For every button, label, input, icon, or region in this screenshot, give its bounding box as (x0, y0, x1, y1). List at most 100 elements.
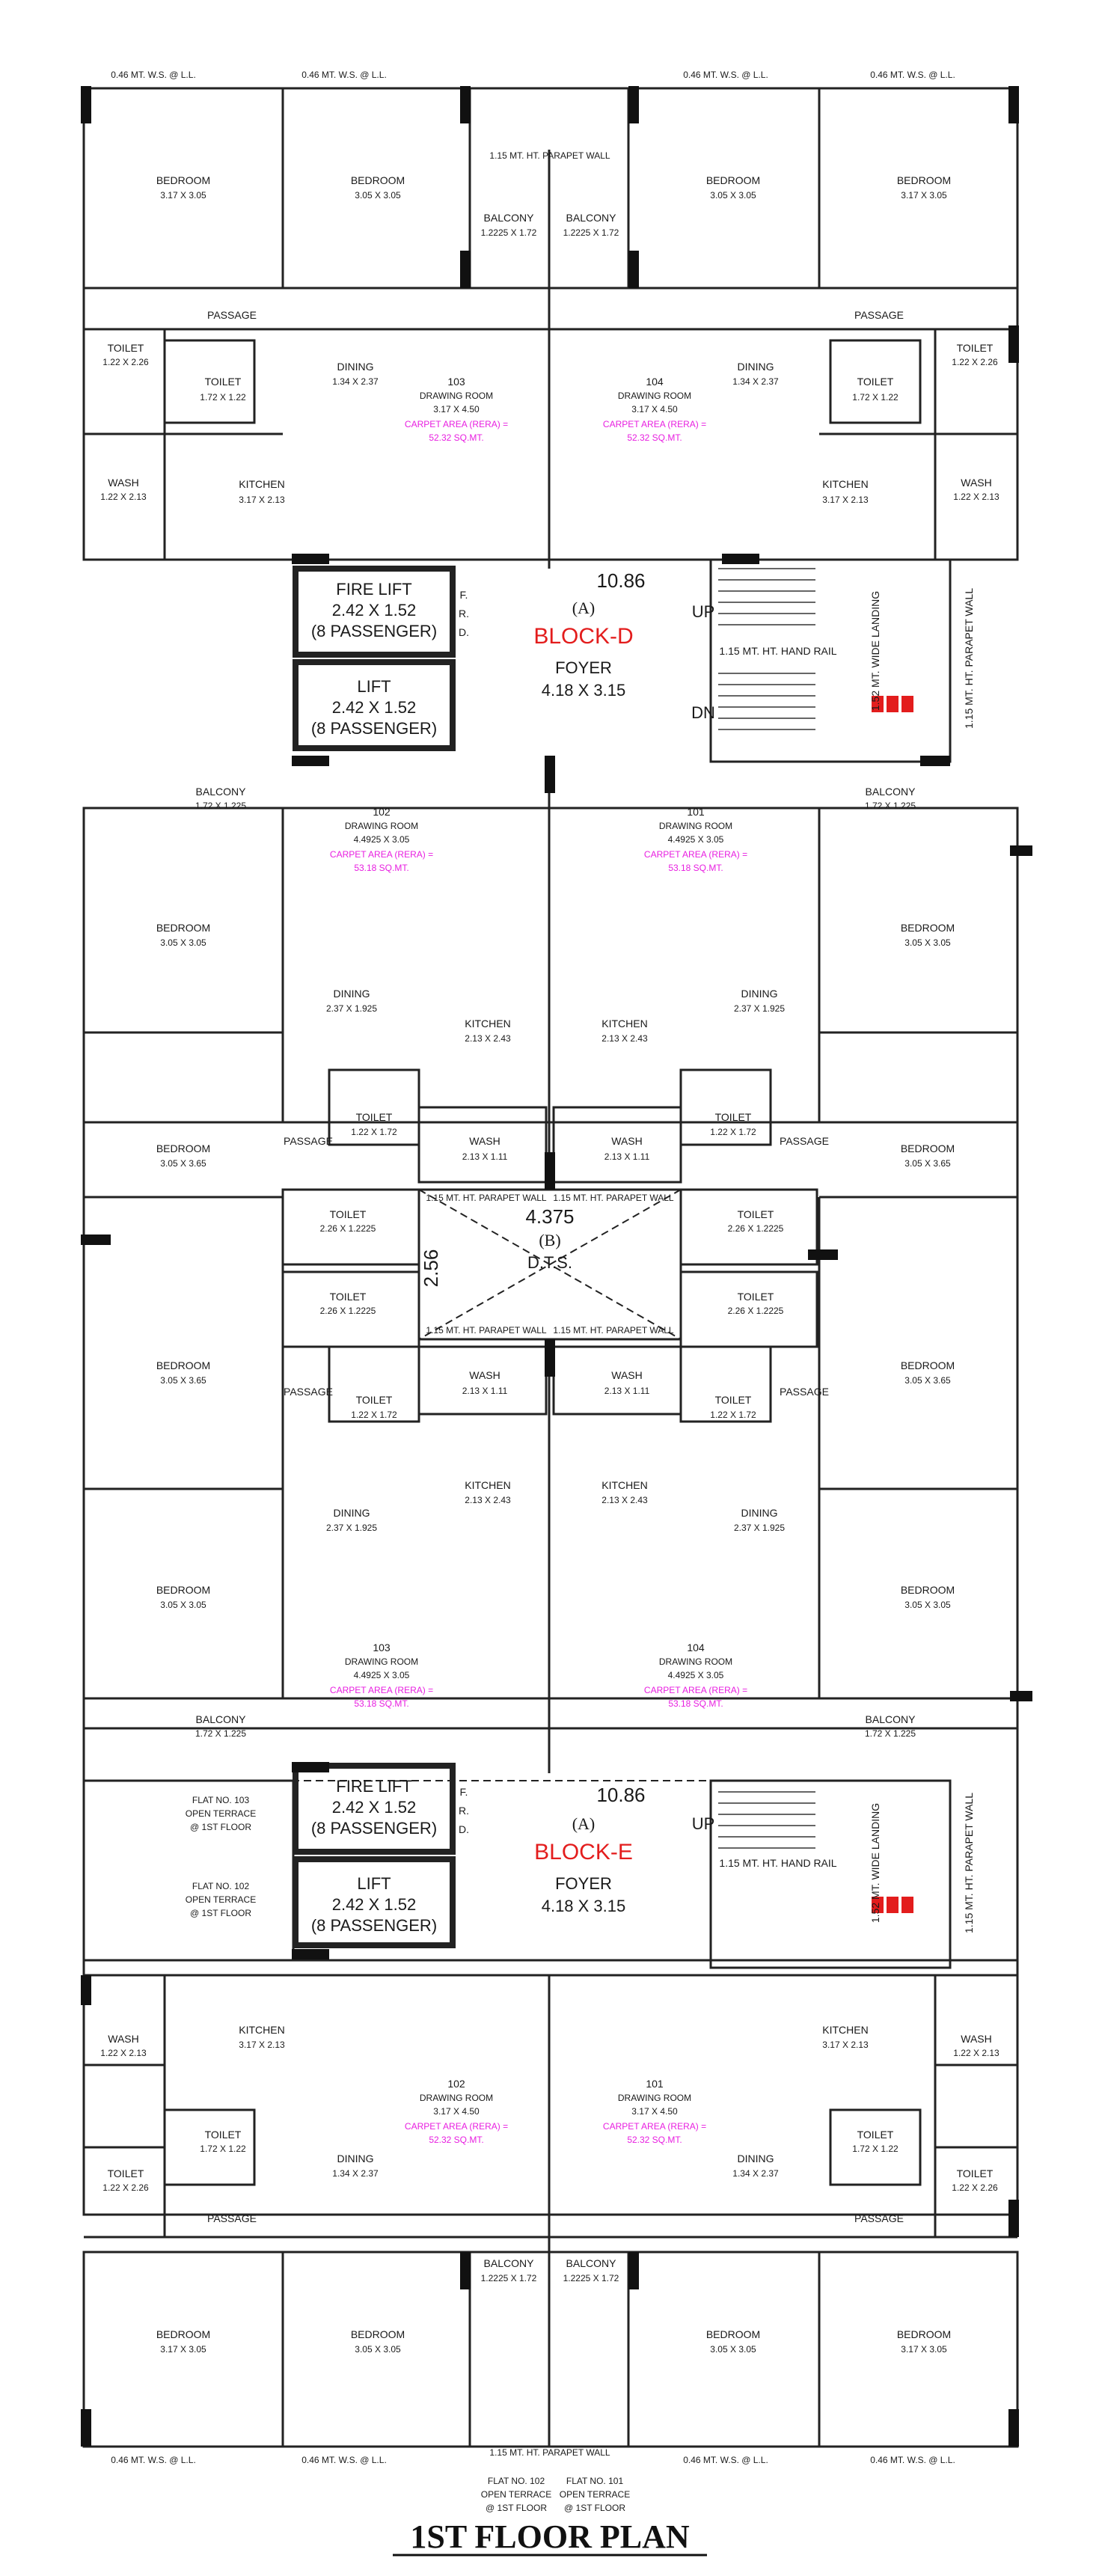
terrace-text: OPEN TERRACE (560, 2489, 630, 2500)
flat-number: 102 (373, 806, 391, 818)
room-toilet: TOILET (356, 1394, 393, 1406)
terrace-text: @ 1ST FLOOR (564, 2503, 625, 2513)
room-bedroom: BEDROOM (901, 1359, 955, 1371)
room-dim: 1.72 X 1.225 (865, 1728, 916, 1739)
flat-number: 103 (447, 376, 465, 388)
flat-room: DRAWING ROOM (420, 2093, 493, 2103)
room-dim: 1.72 X 1.22 (200, 392, 246, 403)
frd-r: R. (459, 1805, 469, 1817)
fire-lift-capacity: (8 PASSENGER) (311, 622, 437, 640)
room-dining: DINING (741, 988, 778, 1000)
flat-number: 102 (447, 2078, 465, 2090)
room-dim: 1.22 X 2.26 (102, 357, 149, 367)
outer-wall-block-e-bottom (82, 1727, 1019, 2216)
carpet-area-value: 53.18 SQ.MT. (354, 863, 408, 873)
room-bedroom: BEDROOM (901, 922, 955, 934)
carpet-area-label: CARPET AREA (RERA) = (644, 849, 747, 860)
page-title: 1ST FLOOR PLAN (410, 2518, 689, 2555)
room-toilet: TOILET (857, 2129, 894, 2141)
flat-room: DRAWING ROOM (618, 2093, 691, 2103)
room-dim: 3.05 X 3.05 (904, 1600, 951, 1610)
carpet-area-label: CARPET AREA (RERA) = (330, 1685, 433, 1695)
room-toilet: TOILET (108, 342, 144, 354)
room-toilet: TOILET (738, 1291, 774, 1303)
room-dim: 3.05 X 3.05 (160, 1600, 206, 1610)
outer-wall-mid (82, 1121, 1019, 1962)
block-e-foyer-dim: 4.18 X 3.15 (542, 1897, 626, 1915)
room-balcony: BALCONY (566, 2257, 617, 2269)
room-dim: 2.37 X 1.925 (326, 1003, 377, 1014)
room-dim: 3.17 X 2.13 (822, 495, 869, 505)
room-dim: 2.13 X 2.43 (465, 1495, 511, 1505)
room-passage: PASSAGE (207, 2212, 257, 2224)
room-dim: 1.22 X 2.26 (102, 2182, 149, 2193)
carpet-area-value: 52.32 SQ.MT. (627, 432, 682, 443)
room-toilet: TOILET (330, 1208, 367, 1220)
parapet-top-label: 1.15 MT. HT. PARAPET WALL (489, 150, 610, 161)
room-passage: PASSAGE (854, 2212, 904, 2224)
flat-room: DRAWING ROOM (345, 1656, 418, 1667)
room-wash: WASH (108, 2033, 138, 2045)
lift-label: LIFT (357, 1874, 391, 1893)
block-d-foyer: FOYER (555, 658, 612, 677)
room-dim: 3.17 X 3.05 (160, 190, 206, 201)
carpet-area-label: CARPET AREA (RERA) = (330, 849, 433, 860)
room-passage: PASSAGE (284, 1135, 333, 1147)
room-passage: PASSAGE (780, 1386, 829, 1398)
room-balcony: BALCONY (866, 786, 916, 798)
block-e-name: BLOCK-E (534, 1840, 633, 1864)
room-dim: 1.2225 X 1.72 (481, 227, 537, 238)
room-dim: 3.05 X 3.05 (710, 2344, 756, 2355)
flat-dim: 4.4925 X 3.05 (668, 834, 724, 845)
flat-dim: 4.4925 X 3.05 (354, 1670, 410, 1680)
room-dim: 2.26 X 1.2225 (320, 1223, 376, 1234)
room-dim: 1.22 X 2.13 (953, 492, 999, 502)
fire-lift-dim: 2.42 X 1.52 (332, 601, 417, 619)
room-dim: 3.17 X 3.05 (901, 2344, 947, 2355)
room-dim: 1.72 X 1.22 (852, 2144, 899, 2154)
lift-dim: 2.42 X 1.52 (332, 1895, 417, 1914)
flat-number: 101 (687, 806, 705, 818)
terrace-text: @ 1ST FLOOR (190, 1908, 251, 1918)
room-wash: WASH (469, 1135, 500, 1147)
room-toilet: TOILET (330, 1291, 367, 1303)
room-bedroom: BEDROOM (706, 174, 760, 186)
ws-label-bottom-4: 0.46 MT. W.S. @ L.L. (870, 2455, 955, 2465)
frd-d: D. (459, 1823, 469, 1835)
room-bedroom: BEDROOM (706, 2328, 760, 2340)
room-dim: 3.05 X 3.05 (904, 937, 951, 948)
flat-room: DRAWING ROOM (659, 821, 732, 831)
room-dining: DINING (738, 2153, 774, 2164)
fire-lift-label: FIRE LIFT (336, 1777, 411, 1796)
room-toilet: TOILET (205, 376, 242, 388)
hand-rail-label: 1.15 MT. HT. HAND RAIL (719, 1857, 836, 1869)
room-kitchen: KITCHEN (822, 478, 868, 490)
room-dim: 1.2225 X 1.72 (481, 2273, 537, 2283)
room-dim: 2.13 X 2.43 (601, 1495, 648, 1505)
ws-label-top-1: 0.46 MT. W.S. @ L.L. (111, 70, 196, 80)
room-kitchen: KITCHEN (465, 1479, 510, 1491)
parapet-dts: 1.15 MT. HT. PARAPET WALL (426, 1325, 546, 1336)
room-dim: 1.22 X 2.26 (952, 2182, 998, 2193)
carpet-area-value: 53.18 SQ.MT. (668, 1698, 723, 1709)
room-kitchen: KITCHEN (239, 2024, 284, 2036)
room-dim: 1.72 X 1.225 (195, 1728, 246, 1739)
fire-lift-capacity: (8 PASSENGER) (311, 1819, 437, 1838)
room-dim: 1.22 X 2.26 (952, 357, 998, 367)
room-dim: 2.37 X 1.925 (734, 1523, 785, 1533)
frd-f: F. (460, 589, 468, 601)
block-d-name: BLOCK-D (533, 624, 633, 649)
room-toilet: TOILET (715, 1394, 752, 1406)
room-dim: 1.2225 X 1.72 (563, 2273, 619, 2283)
terrace-text: OPEN TERRACE (186, 1808, 256, 1819)
room-bedroom: BEDROOM (351, 174, 405, 186)
room-kitchen: KITCHEN (465, 1018, 510, 1030)
dts-tag: (B) (539, 1231, 560, 1249)
room-bedroom: BEDROOM (156, 1142, 210, 1154)
room-dining: DINING (738, 361, 774, 373)
room-dim: 3.17 X 3.05 (160, 2344, 206, 2355)
ws-label-top-3: 0.46 MT. W.S. @ L.L. (683, 70, 768, 80)
terrace-text: FLAT NO. 102 (192, 1881, 250, 1891)
room-kitchen: KITCHEN (239, 478, 284, 490)
